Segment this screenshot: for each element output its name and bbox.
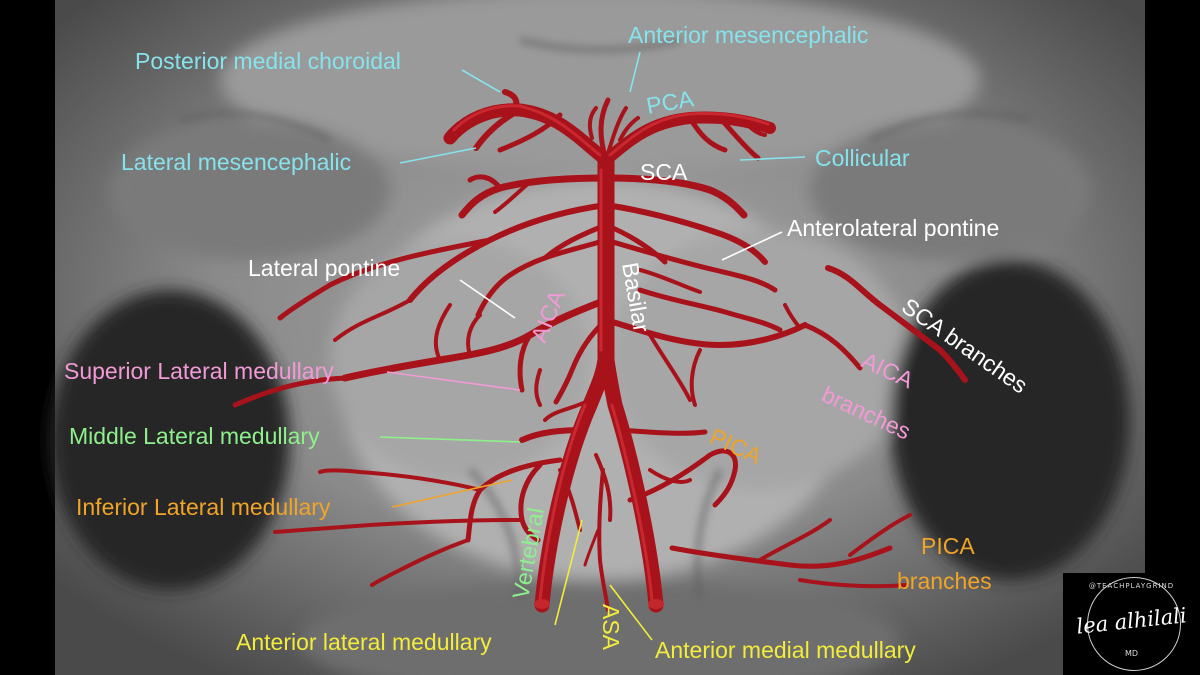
logo-ring — [1087, 577, 1181, 671]
label-posterior-medial-choroidal: Posterior medial choroidal — [135, 48, 401, 74]
vessel-ends — [534, 599, 664, 609]
right-aica — [603, 317, 808, 348]
left-aica — [341, 296, 610, 382]
logo-credential: MD — [1124, 649, 1139, 658]
sca-branches — [825, 265, 968, 383]
label-anterior-mesencephalic: Anterior mesencephalic — [628, 22, 868, 48]
label-pica-branches-line2: branches — [897, 568, 992, 594]
label-middle-lateral-medullary: Middle Lateral medullary — [69, 423, 320, 449]
label-collicular: Collicular — [815, 145, 910, 171]
label-anterior-medial-medullary: Anterior medial medullary — [655, 637, 916, 663]
label-lateral-pontine: Lateral pontine — [248, 255, 400, 281]
label-pica-branches-line1: PICA — [921, 533, 975, 559]
left-sca — [458, 174, 610, 219]
author-logo: @TEACHPLAYGRIND lea alhilali MD — [1063, 573, 1200, 675]
artery-highlights — [452, 104, 770, 602]
label-inferior-lateral-medullary: Inferior Lateral medullary — [76, 494, 331, 520]
label-asa: ASA — [598, 604, 624, 651]
label-anterior-lateral-medullary: Anterior lateral medullary — [236, 629, 492, 655]
leader-lines — [379, 51, 806, 641]
label-lateral-mesencephalic: Lateral mesencephalic — [121, 149, 351, 175]
logo-handle: @TEACHPLAYGRIND — [1088, 582, 1175, 590]
label-anterolateral-pontine: Anterolateral pontine — [787, 215, 999, 241]
pica-branches — [669, 545, 893, 569]
label-sca: SCA — [640, 159, 688, 185]
left-vertebral-artery — [534, 352, 613, 613]
right-pica — [627, 448, 739, 508]
right-sca — [602, 174, 748, 219]
right-vertebral-artery — [599, 352, 664, 613]
label-superior-lateral-medullary: Superior Lateral medullary — [64, 358, 334, 384]
anterior-spinal-artery — [597, 468, 610, 612]
